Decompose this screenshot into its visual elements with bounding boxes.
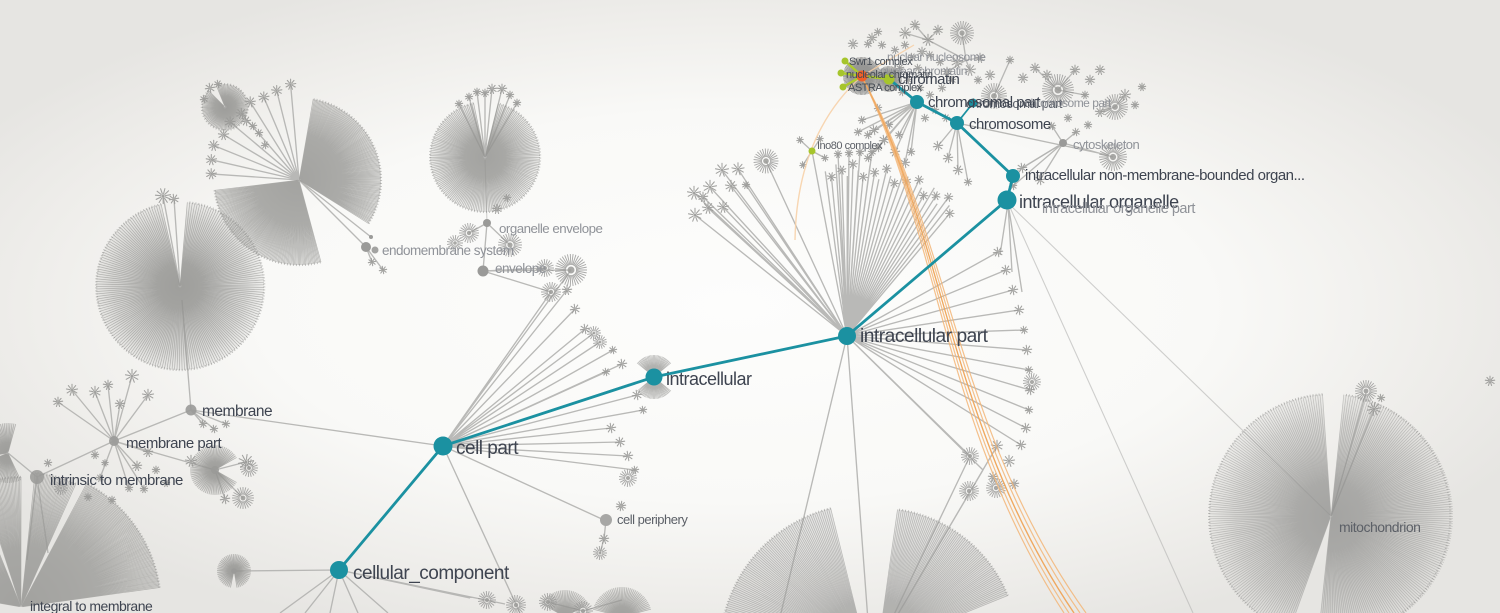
- svg-text:chromosome part: chromosome part: [1025, 96, 1112, 110]
- svg-text:cell part: cell part: [456, 438, 519, 459]
- svg-text:intracellular organelle: intracellular organelle: [1019, 192, 1179, 212]
- svg-text:membrane part: membrane part: [126, 435, 223, 452]
- svg-text:cell periphery: cell periphery: [617, 512, 688, 527]
- svg-text:endomembrane system: endomembrane system: [382, 243, 514, 258]
- svg-text:nucleolar chromatin: nucleolar chromatin: [846, 69, 933, 81]
- svg-text:envelope: envelope: [495, 261, 546, 276]
- svg-text:mitochondrion: mitochondrion: [1339, 519, 1420, 535]
- svg-text:intracellular organelle part: intracellular organelle part: [1042, 201, 1195, 217]
- svg-text:nuclear nucleosome: nuclear nucleosome: [887, 50, 986, 64]
- svg-text:Ino80 complex: Ino80 complex: [817, 140, 883, 152]
- svg-text:chromosomal part: chromosomal part: [928, 94, 1041, 111]
- svg-text:intracellular non-membrane-bou: intracellular non-membrane-bounded organ…: [1025, 167, 1305, 184]
- svg-text:chromatin: chromatin: [898, 71, 960, 88]
- svg-text:intracellular part: intracellular part: [860, 326, 989, 347]
- svg-text:nuclear chromatin: nuclear chromatin: [880, 64, 967, 78]
- svg-text:organelle envelope: organelle envelope: [499, 221, 602, 236]
- svg-text:intrinsic to membrane: intrinsic to membrane: [50, 472, 183, 489]
- svg-text:membrane: membrane: [202, 403, 272, 420]
- svg-text:chromosome: chromosome: [969, 116, 1051, 133]
- svg-text:intracellular: intracellular: [666, 369, 752, 389]
- svg-text:cellular_component: cellular_component: [353, 563, 510, 584]
- svg-text:integral to membrane: integral to membrane: [30, 598, 153, 613]
- svg-text:cytoskeleton: cytoskeleton: [1073, 137, 1140, 152]
- svg-text:ASTRA complex: ASTRA complex: [848, 82, 923, 94]
- svg-text:Swr1 complex: Swr1 complex: [849, 56, 913, 68]
- svg-text:chromosomal part: chromosomal part: [966, 96, 1063, 111]
